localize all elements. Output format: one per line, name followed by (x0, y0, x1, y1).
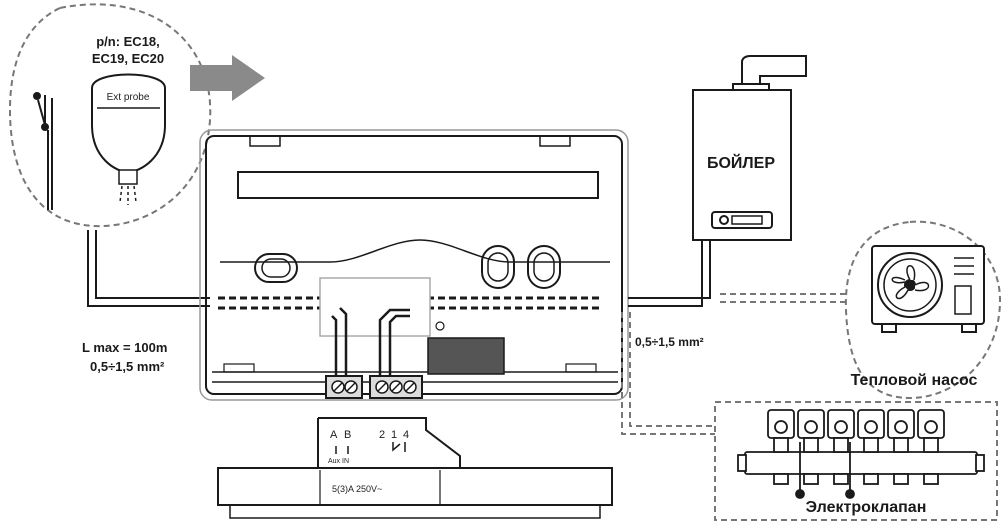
terminal-cover (217, 417, 613, 519)
term-4: 4 (403, 429, 409, 441)
switch-symbol-icon (33, 92, 53, 210)
term-1: 1 (391, 429, 397, 441)
valve-callout: Электроклапан (714, 401, 998, 521)
boiler-label: БОЙЛЕР (707, 153, 775, 172)
probe-pn-line1: p/n: EC18, (96, 34, 160, 49)
cable-left (87, 230, 210, 307)
term-rating: 5(3)A 250V~ (332, 484, 382, 494)
probe-pn-line2: EC19, EC20 (92, 51, 164, 66)
cable-right (628, 240, 711, 307)
terminal-2pin (325, 375, 363, 399)
heat-pump-callout: Тепловой насос (844, 220, 1002, 400)
manifold-icon (737, 409, 985, 499)
terminal-3pin (369, 375, 423, 399)
cable-left-length: L max = 100m (82, 340, 167, 355)
arrow-right-icon (190, 55, 265, 101)
term-2: 2 (379, 429, 385, 441)
ext-probe-icon (91, 73, 166, 205)
internal-wires (331, 307, 410, 376)
heat-pump-label: Тепловой насос (851, 372, 978, 389)
probe-callout: p/n: EC18, EC19, EC20 Ext probe (8, 3, 212, 228)
valve-label: Электроклапан (806, 499, 927, 516)
probe-label: Ext probe (107, 92, 150, 103)
cable-left-section: 0,5÷1,5 mm² (90, 359, 165, 374)
heat-pump-icon (871, 245, 985, 333)
boiler-icon (692, 55, 807, 241)
cable-right-section: 0,5÷1,5 mm² (635, 335, 704, 349)
term-b: B (344, 429, 351, 441)
term-a: A (330, 429, 338, 441)
thermostat-base (199, 129, 629, 401)
relay-block (427, 337, 505, 375)
term-aux: Aux IN (328, 458, 349, 465)
dashed-connections (621, 293, 860, 435)
